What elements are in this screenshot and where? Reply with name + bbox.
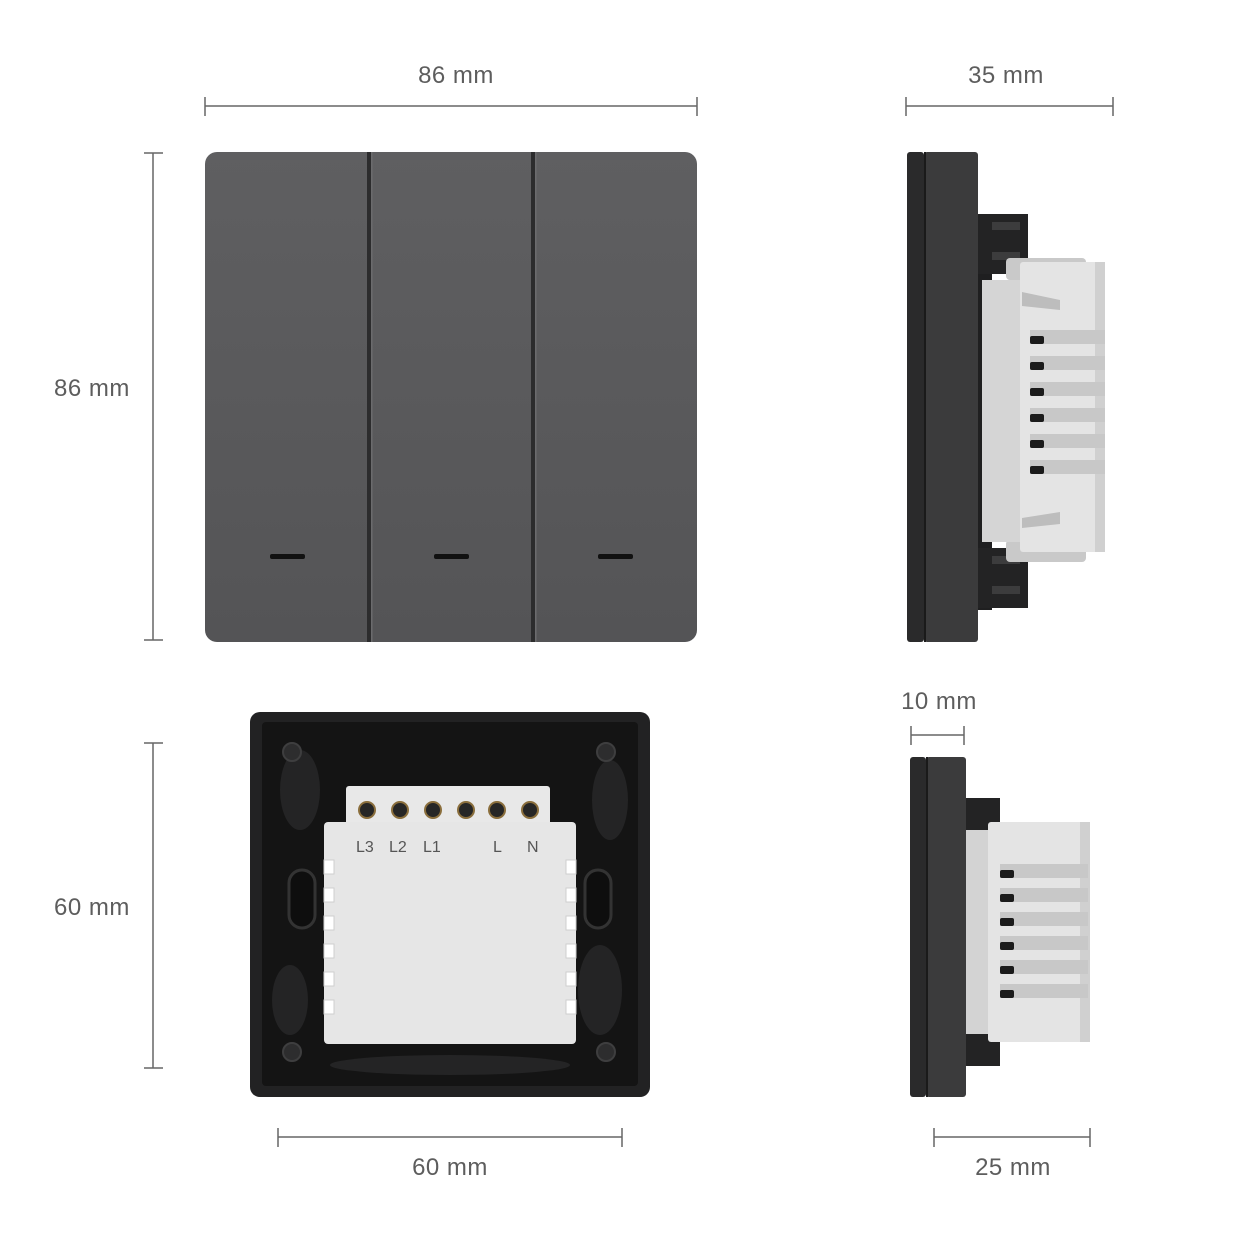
dimension-line-front-height [144,152,163,641]
indicator-led-3 [598,554,633,559]
label-front-height: 86 mm [54,375,130,402]
dimension-line-front-width [204,97,698,116]
dimension-line-back-height [144,742,163,1069]
dimension-line-panel-depth [910,726,965,745]
front-panel-body [205,152,697,642]
gang-divider [531,152,535,642]
indicator-led-1 [270,554,305,559]
label-back-width: 60 mm [412,1154,488,1181]
dimension-line-side-depth [905,97,1114,116]
label-back-height: 60 mm [54,894,130,921]
terminal-label-L: L [493,839,502,856]
side-view-full [907,152,1105,642]
side-view-module [910,757,1090,1097]
terminal-label-N: N [527,839,539,856]
terminal-label-L2: L2 [389,839,407,856]
indicator-led-2 [434,554,469,559]
dimension-lines [144,97,1114,1147]
back-view-switch: L3 L2 L1 L N [250,712,650,1097]
label-panel-depth: 10 mm [901,688,977,715]
label-front-width: 86 mm [418,62,494,89]
label-module-depth: 25 mm [975,1154,1051,1181]
terminal-label-L1: L1 [423,839,441,856]
front-view-switch [205,152,697,642]
terminal-label-L3: L3 [356,839,374,856]
gang-divider [367,152,371,642]
relay-module [324,822,576,1044]
label-side-depth: 35 mm [968,62,1044,89]
dimension-line-back-width [277,1128,623,1147]
dimension-line-module-depth [933,1128,1091,1147]
terminal-block [346,786,550,826]
